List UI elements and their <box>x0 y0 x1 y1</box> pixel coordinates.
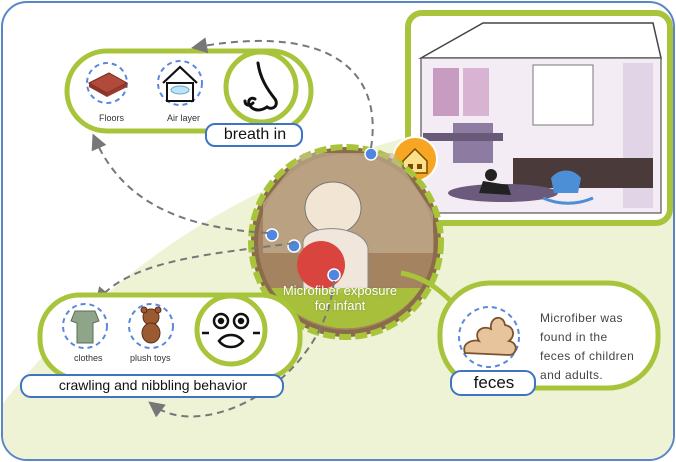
nibbling-face-icon <box>202 312 260 349</box>
room-illustration <box>405 10 673 226</box>
node-top <box>364 147 378 161</box>
floors-label: Floors <box>99 113 125 123</box>
infant-photo <box>248 144 444 340</box>
plush-toy-icon <box>140 306 162 344</box>
crawling-label: crawling and nibbling behavior <box>58 377 248 393</box>
nose-icon <box>243 61 278 112</box>
breath-in-label: breath in <box>223 126 287 143</box>
crawling-baby-silhouette <box>479 169 511 195</box>
arrow-to-crawling-panel <box>95 242 295 304</box>
feces-icon <box>463 316 517 356</box>
node-bottom <box>327 268 341 282</box>
plush-toys-label: plush toys <box>130 353 171 363</box>
arrow-to-breath-panel <box>191 37 374 149</box>
feces-description: Microfiber was found in the feces of chi… <box>540 311 635 382</box>
clothes-icon <box>70 310 100 344</box>
crawling-panel <box>20 292 303 398</box>
air-layer-label: Air layer <box>167 113 201 123</box>
breath-in-panel <box>64 48 314 147</box>
node-left <box>265 228 279 242</box>
diagram-graphics <box>3 10 673 459</box>
rocking-horse <box>542 170 594 205</box>
arrow-to-plush <box>148 280 335 418</box>
center-label-line2: for infant <box>314 298 366 313</box>
node-mid <box>287 239 301 253</box>
clothes-label: clothes <box>74 353 103 363</box>
floor-tile-icon <box>87 72 129 97</box>
center-label: Microfiber exposure for infant <box>265 283 415 313</box>
air-layer-house-icon <box>162 65 198 102</box>
feces-label: feces <box>473 373 515 392</box>
feces-panel <box>400 270 661 396</box>
arrow-to-floors <box>91 133 269 234</box>
center-label-line1: Microfiber exposure <box>282 283 398 298</box>
